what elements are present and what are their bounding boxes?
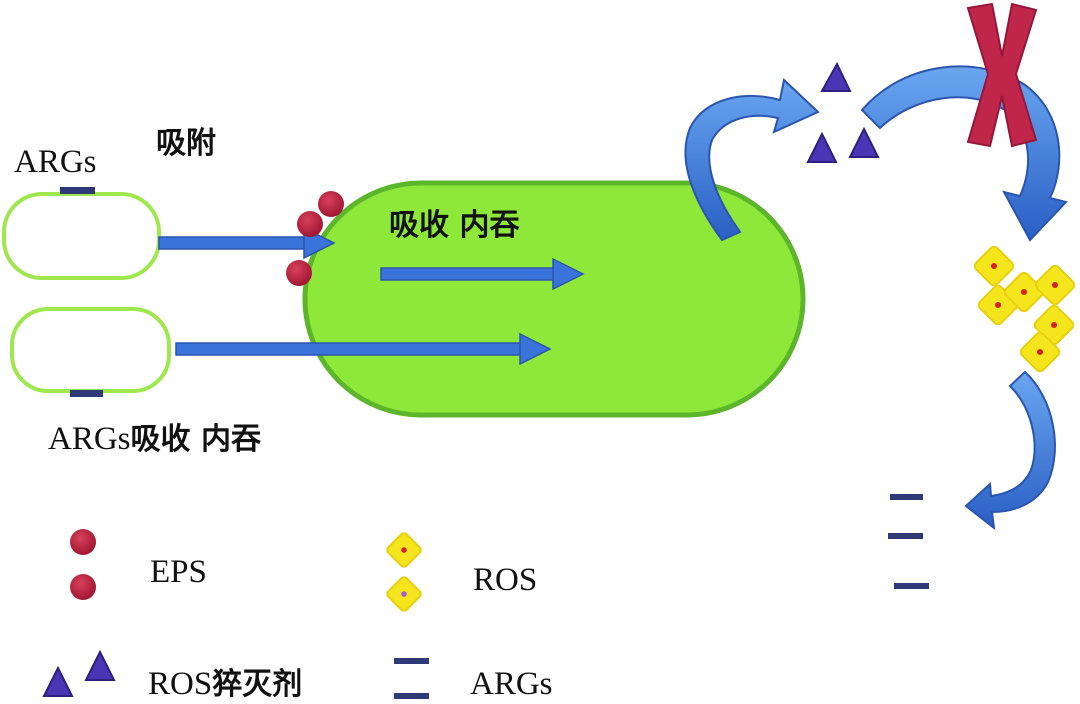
eps-particle [286,260,312,286]
legend-scavenger-icon [42,665,74,697]
legend-args-label: ARGs [470,666,553,702]
arrow-uptake-inside [380,257,585,291]
args-fragment [894,583,929,589]
args-gene-marker-bottom [70,390,103,397]
plasmid-bottom [10,307,171,397]
eps-particle [318,191,344,217]
scavenger-triangle [806,131,838,163]
label-args-uptake-suffix: 吸收 内吞 [130,422,261,457]
args-gene-marker-top [60,187,95,194]
scavenger-triangle [848,126,880,158]
legend-scavenger-suffix: 猝灭剂 [212,667,303,702]
curved-arrow-to-args [964,370,1056,531]
legend-args-icon [394,658,429,664]
ros-cluster [973,245,1076,373]
label-adsorption: 吸附 [156,126,216,161]
legend-scavenger-label: ROS猝灭剂 [148,668,302,701]
legend-scavenger-prefix: ROS [148,666,213,702]
label-uptake-center: 吸收 内吞 [389,208,520,243]
label-args-uptake-prefix: ARGs [48,421,131,457]
curved-arrow-to-ros [860,65,1068,242]
block-cross-icon [966,2,1038,148]
args-fragment [890,494,923,500]
eps-particle [297,211,323,237]
bacterial-cell [302,180,806,418]
legend-ros-icon [386,532,422,568]
plasmid-top [2,187,161,280]
scavenger-triangle [820,61,852,92]
args-fragment [888,533,923,539]
legend-ros-icon [386,576,422,612]
legend-eps-label: EPS [150,554,207,590]
legend-eps-icon [70,574,96,600]
legend-ros-label: ROS [473,562,538,598]
label-args-top: ARGs [14,144,97,180]
arrow-args-uptake [175,332,552,366]
legend-args-icon [394,693,429,699]
label-args-uptake: ARGs吸收 内吞 [48,423,261,456]
legend-scavenger-icon [84,649,116,681]
legend-eps-icon [70,529,96,555]
curved-arrow-out [684,78,820,242]
